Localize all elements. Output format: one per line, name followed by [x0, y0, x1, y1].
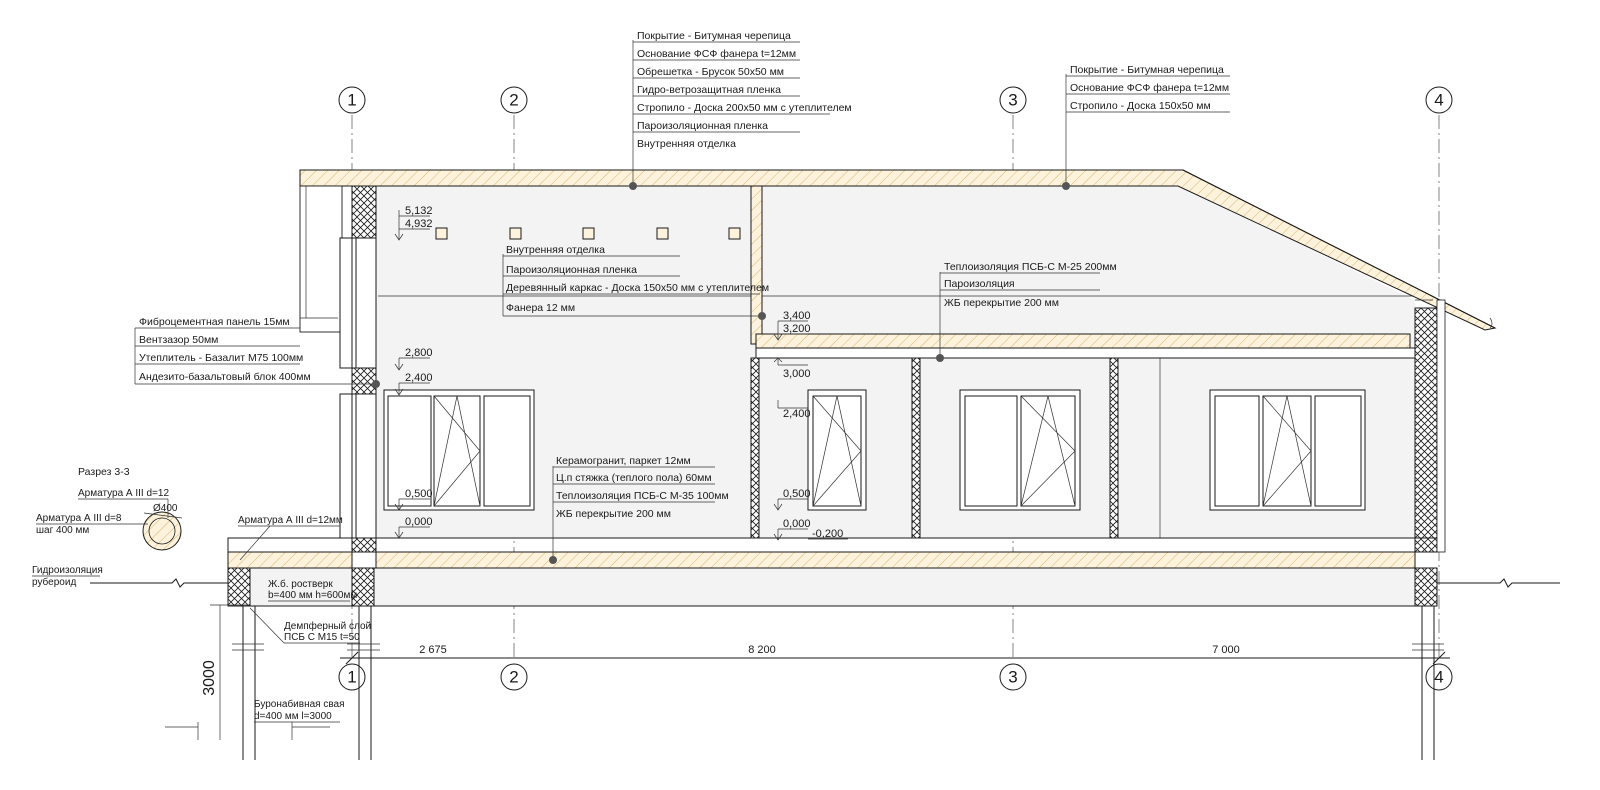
wall-axis-4 [1414, 299, 1446, 553]
wall-axis-1 [339, 185, 377, 553]
roof-left-layer-2: Основание ФСФ фанера t=12мм [637, 48, 796, 60]
roof-left-layer-1: Покрытие - Битумная черепица [637, 30, 791, 42]
partition-layer-1: Внутренняя отделка [506, 244, 605, 256]
window-right [1209, 389, 1366, 511]
floor-layer-3: Теплоизоляция ПСБ-С М-35 100мм [556, 490, 729, 502]
dim-span-2: 8 200 [748, 644, 776, 656]
section-stirrup-1: Арматура А III d=8 [36, 513, 122, 524]
section-title: Разрез 3-3 [78, 466, 130, 478]
elev-4932: 4,932 [405, 218, 433, 230]
partition-layer-2: Пароизоляционная пленка [506, 264, 637, 276]
axis-markers-bottom: 1 2 3 4 [338, 663, 1453, 691]
vents [435, 227, 741, 240]
axis-4-label: 4 [1434, 91, 1443, 110]
roof-left-layer-4: Гидро-ветрозащитная пленка [637, 84, 781, 96]
axis-markers-top: 1 2 3 4 [338, 86, 1453, 114]
floor-layer-2: Ц.п стяжка (теплого пола) 60мм [556, 472, 712, 484]
roof-right-layer-2: Основание ФСФ фанера t=12мм [1070, 82, 1229, 94]
grillage-note-1: Ж.б. ростверк [268, 578, 333, 590]
elevations-right: 3,400 3,200 3,000 2,400 0,500 0,000 -0,2… [773, 310, 848, 541]
callout-roof-left: Покрытие - Битумная черепица Основание Ф… [629, 30, 852, 190]
axis-4-label-bottom: 4 [1434, 668, 1443, 687]
grillage-note-2: b=400 мм h=600мм [268, 590, 357, 601]
section-stirrup-2: шаг 400 мм [36, 525, 89, 536]
roof-left-layer-6: Пароизоляционная пленка [637, 120, 768, 132]
roof-left-layer-3: Обрешетка - Брусок 50х50 мм [637, 66, 784, 78]
callout-roof-right: Покрытие - Битумная черепица Основание Ф… [1062, 64, 1230, 190]
elevations-left: 5,132 4,932 2,800 2,400 0,500 0,000 [394, 205, 433, 539]
window-center [959, 389, 1081, 511]
window-left [383, 389, 535, 511]
roof [299, 169, 1497, 333]
axis-3-label: 3 [1008, 91, 1017, 110]
elev-r0500: 0,500 [783, 488, 811, 500]
damper-note-2: ПСБ С М15 t=50 [284, 632, 360, 643]
roof-left-layer-5: Стропило - Доска 200х50 мм с утеплителем [637, 102, 852, 114]
floor-slab [227, 537, 1438, 607]
pile-note-2: d=400 мм l=3000 [254, 711, 332, 722]
elev-2400: 2,400 [405, 372, 433, 384]
foundation-rebar: Арматура А III d=12мм [238, 515, 343, 526]
damper-note-1: Демпферный слой [284, 620, 371, 632]
ceiling-slab [755, 333, 1437, 359]
elev-r2400: 2,400 [783, 408, 811, 420]
section-waterproof-2: рубероид [32, 576, 76, 588]
section-waterproof-1: Гидроизоляция [32, 565, 103, 576]
roof-overhang [299, 185, 343, 333]
elev-2800: 2,800 [405, 347, 433, 359]
foundation-structure [227, 567, 1444, 760]
axis-3-label-bottom: 3 [1008, 668, 1017, 687]
elev-5132: 5,132 [405, 205, 433, 217]
dimension-line: 2 675 8 200 7 000 [340, 644, 1450, 665]
roof-right-layer-1: Покрытие - Битумная черепица [1070, 64, 1224, 76]
partition-layer-4: Фанера 12 мм [506, 302, 575, 314]
elev-rm0200: -0,200 [812, 528, 843, 540]
elev-r3400: 3,400 [783, 310, 811, 322]
axis-2-label: 2 [509, 91, 518, 110]
wall-layer-2: Вентзазор 50мм [139, 334, 218, 346]
wall-layer-1: Фиброцементная панель 15мм [139, 316, 290, 328]
wall-layer-3: Утеплитель - Базалит М75 100мм [139, 352, 303, 364]
axis-1-label: 1 [347, 91, 356, 110]
floor-layer-4: ЖБ перекрытие 200 мм [556, 508, 671, 520]
partition-layer-3: Деревянный каркас - Доска 150х50 мм с ут… [506, 282, 769, 294]
window-middle [807, 389, 867, 511]
pile-height: 3000 [201, 660, 218, 696]
callout-ceiling: Теплоизоляция ПСБ-С М-25 200мм Пароизоля… [936, 261, 1117, 362]
ground [90, 578, 1560, 588]
pile-section-detail: Разрез 3-3 Ø400 Арматура А III d=12 Арма… [32, 466, 183, 588]
axis-2-label-bottom: 2 [509, 668, 518, 687]
elev-r0000: 0,000 [783, 518, 811, 530]
callout-floor: Керамогранит, паркет 12мм Ц.п стяжка (те… [549, 455, 729, 564]
axis-1-label-bottom: 1 [347, 668, 356, 687]
callout-partition: Внутренняя отделка Пароизоляционная плен… [502, 244, 769, 320]
section-rebar-main: Арматура А III d=12 [78, 488, 169, 499]
floor-layer-1: Керамогранит, паркет 12мм [556, 455, 691, 467]
partition-wall [750, 185, 763, 345]
pile-note-1: Буронабивная свая [254, 698, 345, 710]
dim-span-3: 7 000 [1212, 644, 1240, 656]
dim-span-1: 2 675 [419, 644, 447, 656]
elev-0500: 0,500 [405, 488, 433, 500]
roof-left-layer-7: Внутренняя отделка [637, 138, 736, 150]
ceiling-layer-2: Пароизоляция [944, 278, 1015, 290]
roof-right-layer-3: Стропило - Доска 150х50 мм [1070, 100, 1211, 112]
ceiling-layer-3: ЖБ перекрытие 200 мм [944, 297, 1059, 309]
callout-wall: Фиброцементная панель 15мм Вентзазор 50м… [134, 316, 380, 388]
elev-0000: 0,000 [405, 516, 433, 528]
foundation-notes: Арматура А III d=12мм Ж.б. ростверк b=40… [165, 515, 371, 740]
elev-r3200: 3,200 [783, 323, 811, 335]
wall-layer-4: Андезито-базальтовый блок 400мм [139, 371, 311, 383]
elev-r3000: 3,000 [783, 368, 811, 380]
ceiling-layer-1: Теплоизоляция ПСБ-С М-25 200мм [944, 261, 1117, 273]
section-diameter: Ø400 [153, 503, 178, 514]
gutter [1489, 317, 1493, 329]
